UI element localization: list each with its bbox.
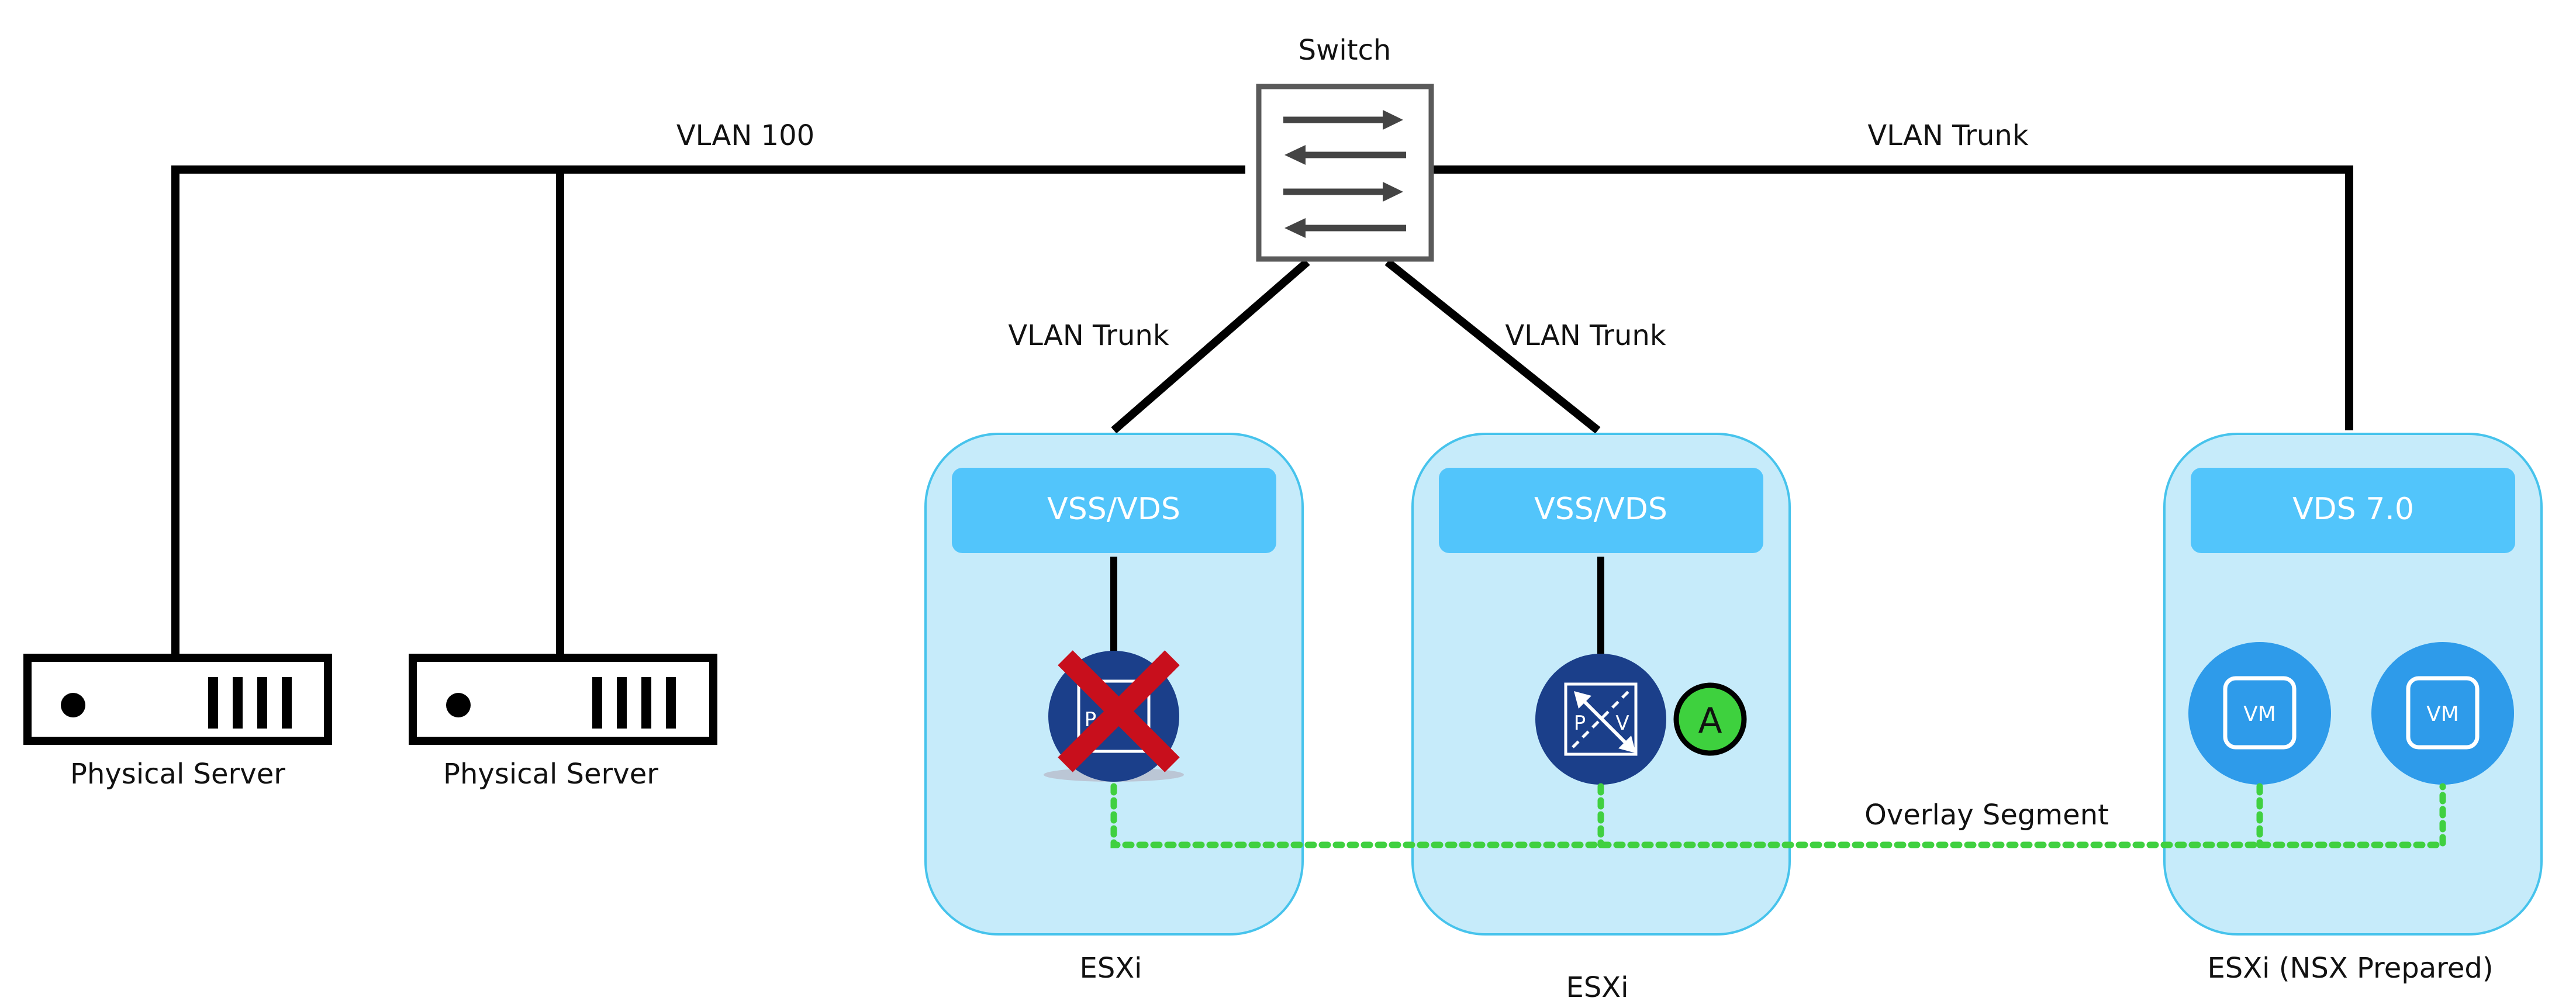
switch-arrows-icon bbox=[1283, 110, 1406, 238]
vlan100-link bbox=[171, 165, 1245, 654]
host-3-label: ESXi (NSX Prepared) bbox=[2207, 952, 2493, 985]
host-1-label: ESXi bbox=[1079, 952, 1142, 985]
switch-label: Switch bbox=[1299, 34, 1391, 67]
vswitch-chip bbox=[952, 468, 1276, 553]
host-2-label: ESXi bbox=[1566, 971, 1628, 1001]
edge-v-label: V bbox=[1615, 712, 1629, 735]
trunk-host1-label: VLAN Trunk bbox=[1008, 319, 1169, 352]
edge-node-active[interactable] bbox=[1535, 654, 1666, 785]
vm-2-label: VM bbox=[2426, 702, 2459, 726]
physical-server-1-label: Physical Server bbox=[70, 758, 285, 791]
vswitch-chip bbox=[2191, 468, 2515, 553]
edge-p-label: P bbox=[1085, 708, 1097, 731]
vswitch-label: VDS 7.0 bbox=[2292, 492, 2414, 527]
overlay-segment bbox=[1110, 783, 2446, 848]
edge-p-label: P bbox=[1574, 712, 1586, 735]
server-led-icon bbox=[446, 693, 471, 717]
failed-x-icon bbox=[1058, 650, 1180, 772]
trunk-right-label: VLAN Trunk bbox=[1867, 119, 2029, 152]
vm-1-label: VM bbox=[2243, 702, 2276, 726]
trunk-host2-link bbox=[1384, 258, 1601, 434]
vswitch-label: VSS/VDS bbox=[1534, 492, 1667, 527]
overlay-label: Overlay Segment bbox=[1864, 799, 2109, 831]
vswitch-label: VSS/VDS bbox=[1047, 492, 1180, 527]
physical-server-2[interactable] bbox=[409, 654, 717, 745]
vswitch-chip bbox=[1439, 468, 1763, 553]
vm-2[interactable] bbox=[2371, 642, 2514, 785]
server-led-icon bbox=[61, 693, 85, 717]
active-badge-icon bbox=[1673, 682, 1747, 756]
physical-server-2-label: Physical Server bbox=[443, 758, 658, 791]
esxi-host-2[interactable] bbox=[1411, 433, 1791, 936]
trunk-right-link bbox=[1429, 165, 2353, 430]
physical-server-1[interactable] bbox=[23, 654, 332, 745]
active-badge-label: A bbox=[1698, 700, 1722, 741]
trunk-host2-label: VLAN Trunk bbox=[1505, 319, 1666, 352]
esxi-host-1[interactable] bbox=[924, 433, 1304, 936]
trunk-host1-link bbox=[1111, 258, 1310, 434]
vlan100-label: VLAN 100 bbox=[676, 119, 814, 152]
switch-node[interactable] bbox=[1256, 84, 1434, 262]
vm-1[interactable] bbox=[2188, 642, 2331, 785]
